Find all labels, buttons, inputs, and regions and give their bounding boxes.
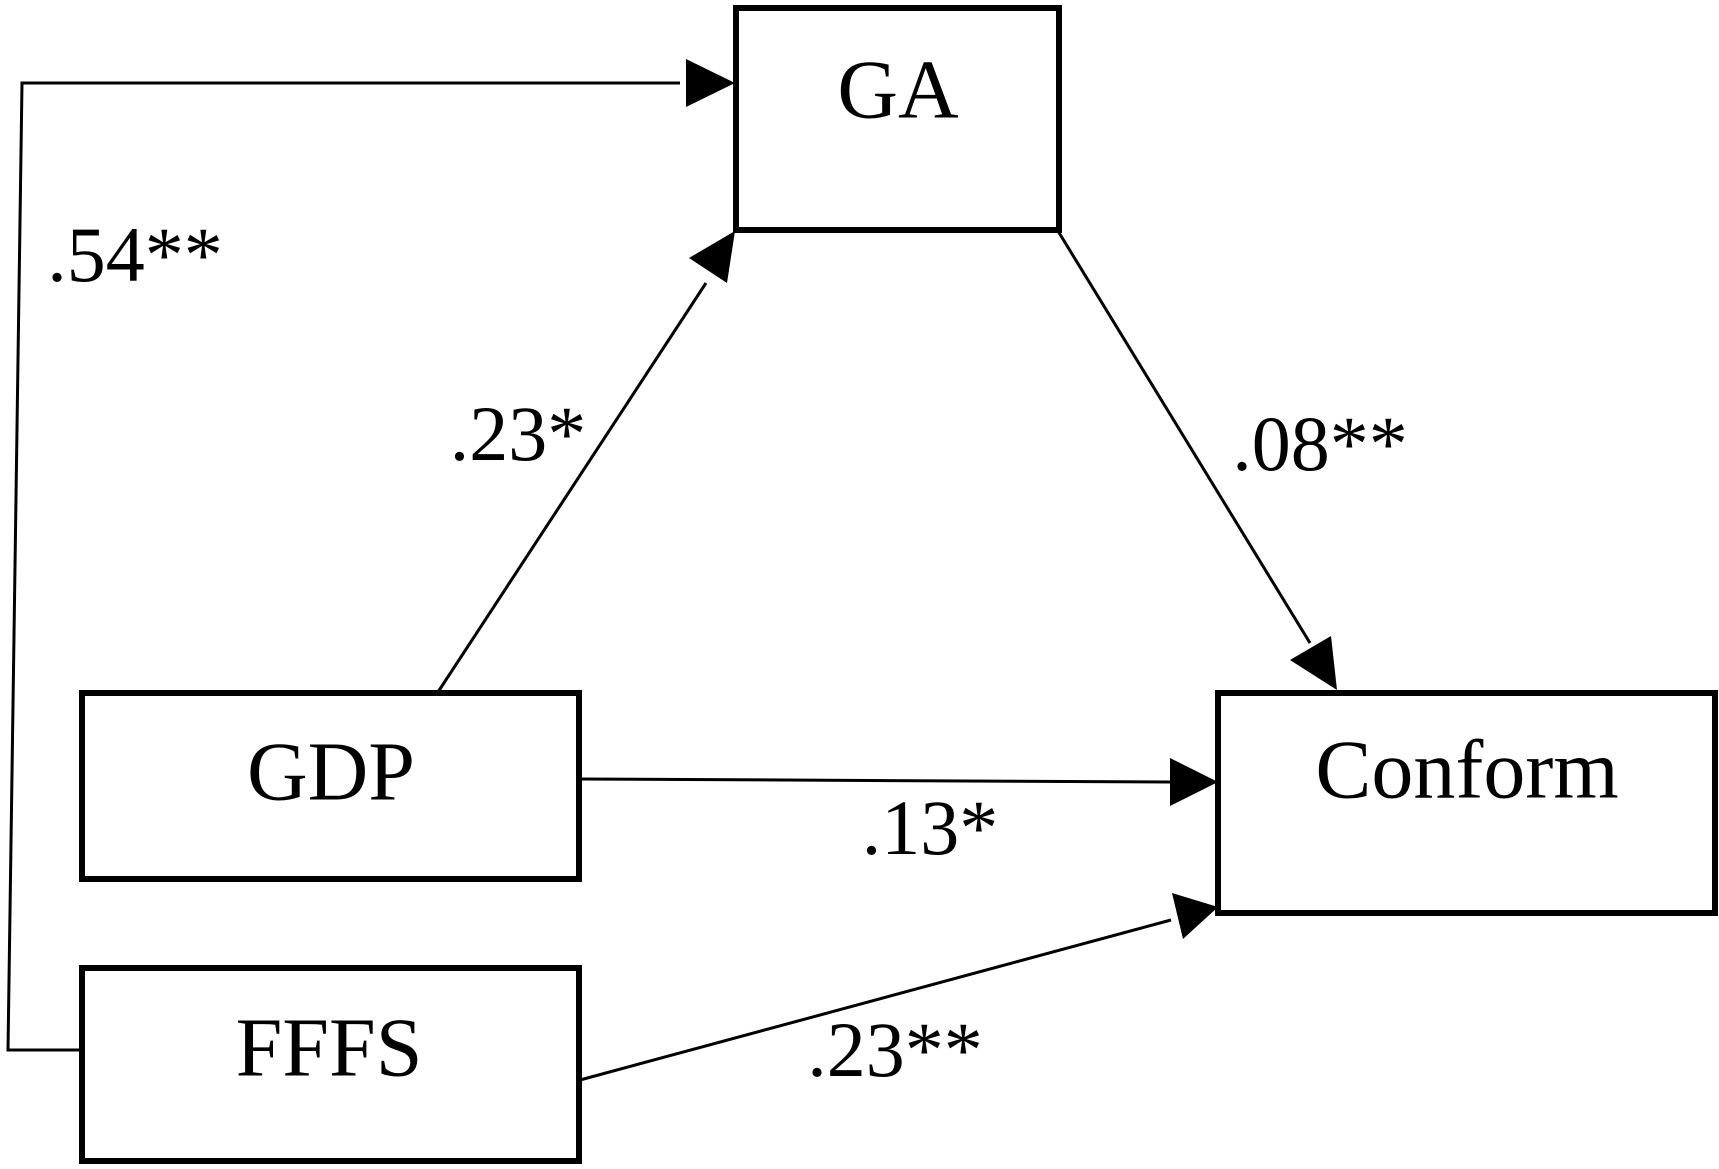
node-gdp-label: GDP: [247, 725, 415, 818]
edge-ga-to-conform-arrowhead: [1290, 636, 1337, 690]
edge-fffs-to-ga-line: [6, 81, 680, 1052]
node-fffs: FFFS: [79, 965, 582, 1164]
node-ga-label: GA: [837, 43, 959, 136]
node-conform-label: Conform: [1315, 723, 1618, 816]
node-fffs-label: FFFS: [236, 1001, 423, 1094]
edge-gdp-to-ga-line: [436, 282, 708, 693]
edge-fffs-to-conform-arrowhead: [1172, 893, 1218, 939]
edge-fffs-to-ga-label: .54**: [47, 211, 223, 298]
edge-labels: .54** .23* .08** .13* .23**: [47, 211, 1408, 1093]
edge-fffs-to-conform-label: .23**: [807, 1006, 983, 1093]
edge-ga-to-conform-label: .08**: [1232, 400, 1408, 487]
node-ga-box: [733, 5, 1062, 233]
node-ga: GA: [733, 5, 1062, 233]
edge-gdp-to-conform-arrowhead: [1170, 758, 1218, 806]
edge-fffs-to-conform-line: [579, 918, 1172, 1082]
edge-fffs-to-ga-arrowhead: [686, 59, 735, 107]
edge-gdp-to-conform-line: [579, 777, 1171, 784]
node-gdp-box: [79, 690, 582, 882]
node-conform-box: [1215, 690, 1718, 916]
node-gdp: GDP: [79, 690, 582, 882]
edge-gdp-to-ga-label: .23*: [450, 390, 587, 477]
edge-gdp-to-ga-arrowhead: [689, 231, 735, 283]
node-conform: Conform: [1215, 690, 1718, 916]
edge-gdp-to-conform-label: .13*: [862, 784, 999, 871]
node-fffs-box: [79, 965, 582, 1164]
edges: [6, 59, 1337, 1082]
edge-ga-to-conform-line: [1056, 230, 1312, 644]
